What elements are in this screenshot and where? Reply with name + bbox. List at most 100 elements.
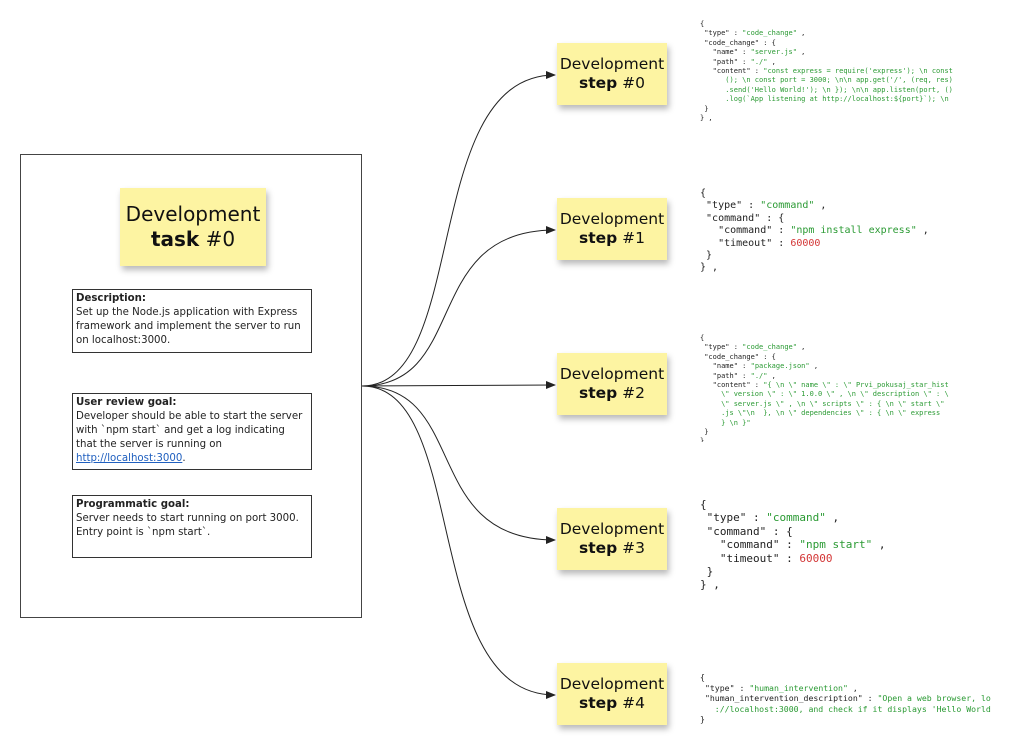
json-brace: } (700, 714, 705, 724)
json-string: "{ \n \" name \" : \" Prvi_pokusaj_star_… (763, 381, 949, 390)
json-brace: { (700, 20, 705, 28)
step-number: #2 (622, 384, 646, 402)
json-key: "human_intervention_description" (704, 693, 863, 704)
json-key: "command" (718, 225, 773, 237)
json-key: "type" (706, 511, 747, 525)
json-string: "code_change" (742, 343, 797, 352)
user-review-goal-title: User review goal: (76, 397, 177, 408)
task-frame (20, 154, 362, 618)
json-key: "command" (706, 212, 761, 224)
json-string: \" server.js \" , \n \" scripts \" : { \… (721, 399, 945, 408)
step-sticky-note-0[interactable]: Development step #0 (557, 43, 667, 105)
json-string: "command" (760, 200, 815, 212)
step-sticky-note-2[interactable]: Development step #2 (557, 353, 667, 415)
json-key: "code_change" (704, 38, 760, 47)
json-key: "command" (719, 538, 780, 552)
json-brace: } , (700, 437, 713, 442)
step-label: step #4 (579, 694, 645, 713)
json-brace: { (700, 672, 705, 682)
step-label: step #0 (579, 74, 645, 93)
user-review-goal-text: Developer should be able to start the se… (76, 410, 303, 450)
json-key: "timeout" (719, 551, 780, 565)
step-kind: step (578, 694, 618, 712)
json-brace: } (704, 428, 709, 437)
json-key: "command" (706, 524, 767, 538)
description-text: Set up the Node.js application with Expr… (76, 306, 301, 346)
localhost-link[interactable]: http://localhost:3000 (76, 452, 183, 464)
step-kind: step (578, 229, 618, 247)
task-sticky-note[interactable]: Development task #0 (120, 188, 266, 266)
description-title: Description: (76, 293, 146, 304)
user-review-goal-box: User review goal: Developer should be ab… (72, 393, 312, 471)
connector-step-0 (361, 71, 556, 387)
json-brace: { (700, 188, 707, 199)
task-word: Development (125, 202, 261, 226)
task-kind: task (150, 227, 200, 251)
step-label: step #1 (579, 229, 645, 248)
task-number: #0 (205, 227, 236, 251)
json-string: "code_change" (742, 29, 797, 38)
json-string: "server.js" (750, 48, 797, 57)
json-key: "code_change" (704, 352, 760, 361)
programmatic-goal-box: Programmatic goal: Server needs to start… (72, 495, 312, 558)
json-string: "package.json" (750, 362, 810, 371)
json-string: "./" (750, 57, 768, 66)
task-label: task #0 (151, 227, 235, 252)
json-brace: } , (700, 114, 713, 123)
json-string: "npm start" (799, 538, 873, 552)
json-brace: { (700, 498, 707, 511)
json-string: .send('Hello World!'); \n }); \n\n app.l… (725, 85, 953, 94)
step-word: Development (559, 209, 665, 228)
json-string: "Open a web browser, lo (877, 693, 991, 704)
code-block-step-3: { "type" : "command" , "command" : { "co… (700, 498, 920, 594)
step-sticky-note-3[interactable]: Development step #3 (557, 508, 667, 570)
step-word: Development (559, 54, 665, 73)
json-brace: } , (700, 262, 719, 274)
step-kind: step (578, 74, 618, 92)
step-kind: step (578, 539, 618, 557)
json-string: "const express = require('express'); \n … (763, 67, 953, 76)
json-brace: } (706, 250, 713, 262)
step-label: step #3 (579, 539, 645, 558)
connector-step-3 (361, 385, 556, 544)
step-sticky-note-1[interactable]: Development step #1 (557, 198, 667, 260)
step-word: Development (559, 674, 665, 693)
json-string: .log(`App listening at http://localhost:… (725, 95, 949, 104)
json-brace: { (700, 334, 705, 342)
json-key: "content" (712, 67, 751, 76)
json-brace: } (706, 565, 714, 579)
programmatic-goal-title: Programmatic goal: (76, 499, 190, 510)
code-block-step-2: { "type" : "code_change" , "code_change"… (700, 334, 950, 442)
code-block-step-1: { "type" : "command" , "command" : { "co… (700, 188, 940, 278)
step-word: Development (559, 364, 665, 383)
step-label: step #2 (579, 384, 645, 403)
json-string: "./" (750, 371, 768, 380)
connector-step-1 (361, 226, 556, 387)
json-string: "human_intervention" (749, 682, 848, 693)
programmatic-goal-text: Server needs to start running on port 30… (76, 512, 299, 538)
connector-step-2 (361, 381, 556, 390)
json-string: } \n }" (721, 418, 751, 427)
json-string: "command" (766, 511, 826, 525)
json-string: (); \n const port = 3000; \n\n app.get('… (725, 76, 953, 85)
json-key: "name" (712, 48, 738, 57)
step-sticky-note-4[interactable]: Development step #4 (557, 663, 667, 725)
step-number: #4 (622, 694, 646, 712)
json-number: 60000 (799, 551, 833, 565)
step-number: #1 (622, 229, 646, 247)
json-key: "path" (712, 371, 738, 380)
step-kind: step (578, 384, 618, 402)
json-key: "type" (706, 200, 743, 212)
user-review-goal-text-end: . (182, 452, 186, 464)
description-box: Description: Set up the Node.js applicat… (72, 289, 312, 353)
json-brace: } (704, 104, 709, 113)
json-key: "content" (712, 381, 751, 390)
code-block-step-0: { "type" : "code_change" , "code_change"… (700, 20, 978, 132)
json-string: "npm install express" (790, 225, 917, 237)
step-number: #3 (622, 539, 646, 557)
step-number: #0 (622, 74, 646, 92)
json-string: \" version \" : \" 1.0.0 \" , \n \" desc… (721, 390, 949, 399)
json-key: "type" (704, 343, 730, 352)
json-key: "type" (704, 682, 735, 693)
